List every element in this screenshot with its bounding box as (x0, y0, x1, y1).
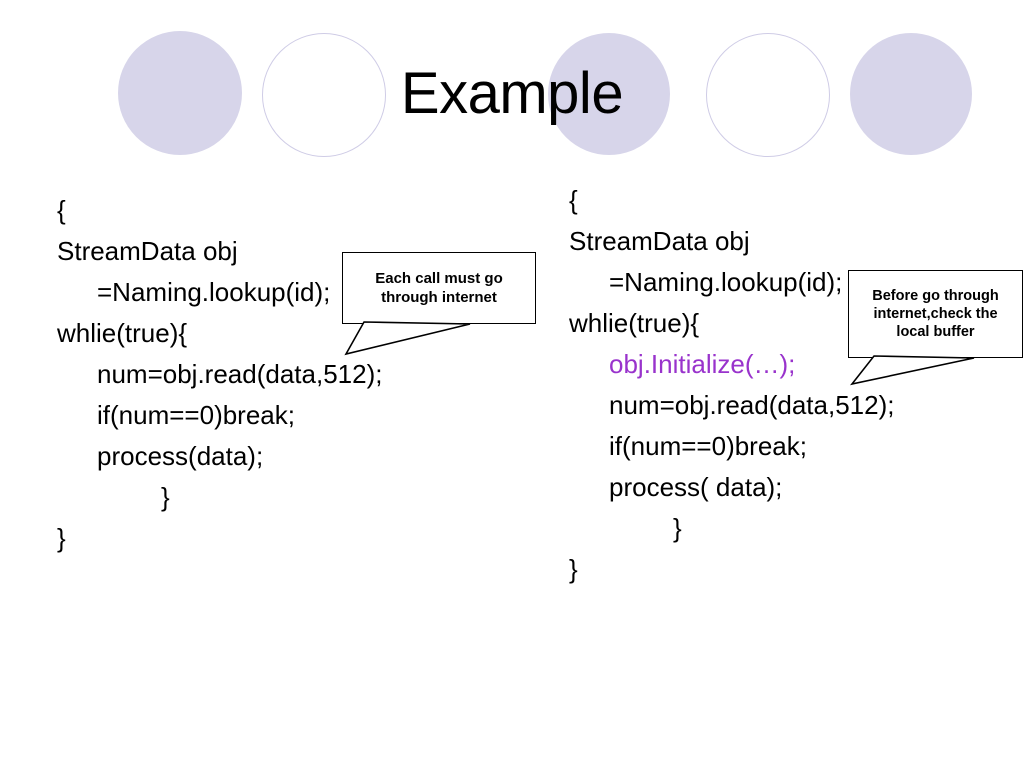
callout-before-go: Before go through internet,check the loc… (848, 270, 1023, 358)
code-line: } (161, 482, 170, 512)
code-line: } (57, 523, 66, 553)
circle-4 (706, 33, 830, 157)
code-line: StreamData obj (57, 236, 238, 266)
circle-3 (548, 33, 670, 155)
page-title: Example (400, 61, 624, 126)
code-block-right: { StreamData obj =Naming.lookup(id); whlie(… (569, 180, 894, 590)
code-line: if(num==0)break; (97, 400, 295, 430)
code-line: process(data); (97, 441, 264, 471)
code-line: process( data); (609, 472, 783, 502)
callout-each-call-tail (342, 321, 472, 358)
code-line: num=obj.read(data,512); (97, 359, 383, 389)
code-line: { (57, 195, 66, 225)
code-block-left: { StreamData obj =Naming.lookup(id); whlie(… (57, 190, 382, 559)
circle-5 (850, 33, 972, 155)
code-line: obj.Initialize(…); (609, 349, 796, 379)
circle-1 (118, 31, 242, 155)
code-line: } (569, 554, 578, 584)
code-line: if(num==0)break; (609, 431, 807, 461)
code-line: { (569, 185, 578, 215)
callout-each-call: Each call must go through internet (342, 252, 536, 324)
circle-2 (262, 33, 386, 157)
callout-before-go-text: Before go through internet,check the loc… (872, 288, 999, 340)
code-line: =Naming.lookup(id); (609, 267, 843, 297)
code-line: whlie(true){ (57, 318, 188, 348)
code-line: } (673, 513, 682, 543)
callout-before-go-tail (848, 355, 978, 390)
code-line: num=obj.read(data,512); (609, 390, 895, 420)
code-line: =Naming.lookup(id); (97, 277, 331, 307)
code-line: whlie(true){ (569, 308, 700, 338)
callout-each-call-text: Each call must go through internet (375, 270, 503, 306)
code-line: StreamData obj (569, 226, 750, 256)
